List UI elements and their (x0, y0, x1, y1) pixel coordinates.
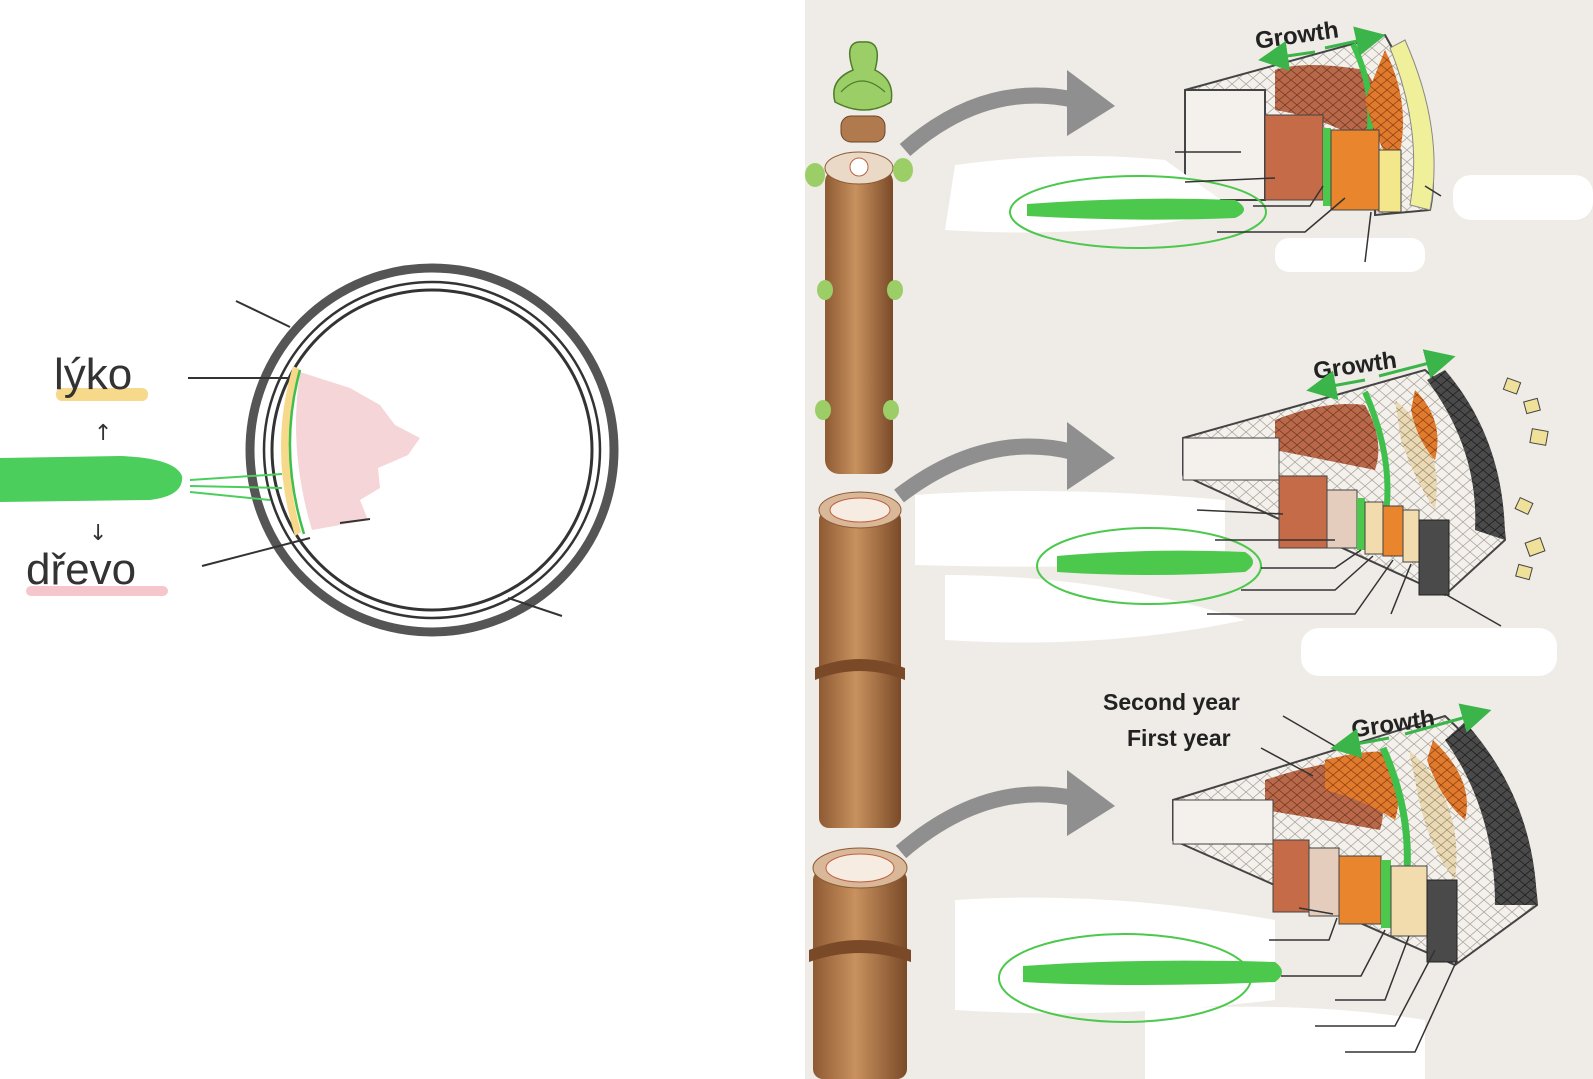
arrow-down-to-drevo: ↓ (89, 521, 107, 546)
leader-line-outer-top (235, 300, 291, 328)
leader-lines-1 (1175, 151, 1442, 263)
stage-arrow-1 (899, 87, 1077, 157)
leader-line-bottom (507, 597, 563, 617)
cambium-pointer-1 (189, 473, 283, 481)
cambium-pointer-3 (189, 491, 271, 501)
left-cross-section-panel: ↑ ↓ lýko dřevo (0, 263, 619, 637)
growth-arrow-left-1 (1258, 41, 1316, 71)
stage-arrow-2 (894, 438, 1075, 503)
secondary-growth-diagram: Growth (805, 16, 1593, 1079)
growth-arrow-left-3 (1330, 728, 1390, 759)
label-lyko: lýko (54, 350, 132, 399)
second-year-stem (815, 491, 905, 828)
stage-arrow-2-head (1067, 422, 1115, 490)
middle-ring (262, 280, 602, 620)
answer-cover-3a (955, 897, 1275, 1014)
answer-circle-1 (1009, 175, 1267, 249)
growth-arrow-right-1 (1324, 26, 1386, 56)
green-marker-1 (1027, 198, 1244, 220)
answer-circle-2 (1036, 527, 1262, 605)
cambium-line (288, 369, 306, 535)
answer-cover-2c (1301, 628, 1557, 676)
leader-line-xylem-edge (339, 518, 371, 524)
older-stem (809, 847, 911, 1079)
wedge-stage-2 (1182, 368, 1549, 597)
lyko-highlight (56, 388, 148, 401)
wedge-stage-3 (1172, 714, 1539, 967)
stage-arrow-3-head (1067, 770, 1115, 836)
growth-arrow-right-3 (1404, 703, 1492, 736)
cambium-scribble-marker (0, 456, 183, 502)
first-year-label: First year (1127, 725, 1231, 751)
outer-bark-ring (245, 263, 619, 637)
secondary-growth-panel: Growth (805, 0, 1593, 1079)
inner-ring (270, 288, 594, 612)
growth-label-1: Growth (1253, 16, 1340, 54)
phloem-strip (280, 366, 301, 536)
terminal-bud (833, 41, 893, 143)
cambium-pointer-2 (189, 485, 283, 489)
leader-lines-2 (1196, 509, 1502, 627)
growth-label-2: Growth (1312, 347, 1399, 385)
stem-cross-section-diagram: ↑ ↓ lýko dřevo (0, 263, 619, 637)
leader-line-drevo (201, 537, 311, 567)
xylem-wedge (296, 372, 420, 530)
second-year-label: Second year (1103, 689, 1240, 715)
label-drevo: dřevo (26, 545, 136, 594)
answer-cover-2b (945, 575, 1245, 643)
growth-arrow-right-2 (1378, 349, 1456, 379)
drevo-highlight (26, 586, 168, 596)
arrow-up-to-lyko: ↑ (94, 421, 112, 446)
green-marker-2 (1057, 550, 1253, 575)
first-year-pointer (1260, 747, 1314, 777)
growth-arrow-left-2 (1306, 370, 1366, 401)
wedge-stage-1 (1184, 33, 1435, 217)
second-year-pointer (1282, 715, 1346, 753)
answer-cover-1c (1453, 175, 1593, 220)
answer-cover-1b (1275, 238, 1425, 272)
leader-lines-3 (1269, 907, 1458, 1053)
stage-arrow-3 (895, 786, 1075, 859)
answer-cover-2a (915, 491, 1225, 567)
stage-arrow-1-head (1067, 70, 1115, 136)
green-marker-3 (1023, 960, 1282, 985)
young-stem (805, 151, 913, 474)
answer-cover-3b (1145, 1006, 1425, 1079)
